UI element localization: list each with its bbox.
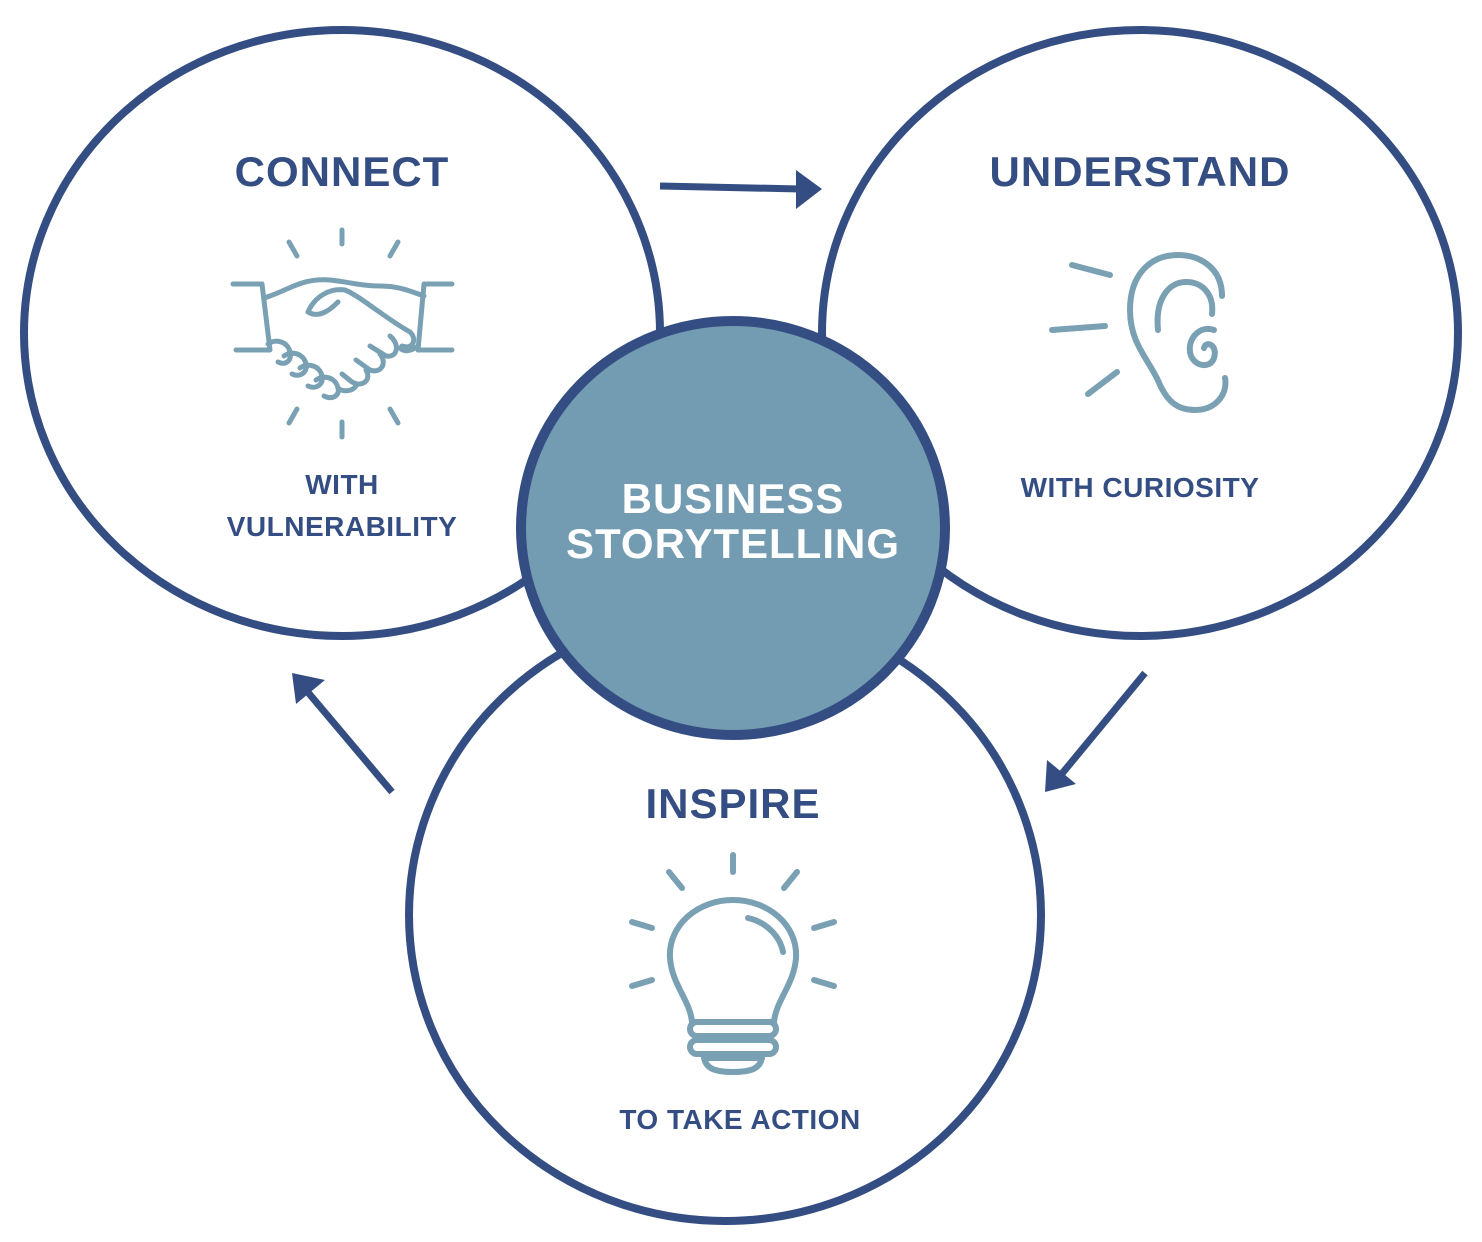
inspire-subtitle: TO TAKE ACTION	[619, 1104, 861, 1135]
lightbulb-icon	[629, 852, 837, 1075]
center-title-line2: STORYTELLING	[565, 520, 900, 567]
connect-title: CONNECT	[234, 148, 450, 195]
center-circle	[516, 316, 950, 740]
handshake-icon	[230, 227, 455, 440]
arrow-connect-to-understand	[659, 170, 822, 209]
inspire-title: INSPIRE	[645, 780, 821, 827]
understand-title: UNDERSTAND	[989, 148, 1291, 195]
arrow-inspire-to-connect	[292, 673, 395, 795]
understand-circle	[818, 26, 1462, 640]
center-title-line1: BUSINESS	[621, 475, 845, 522]
connect-subtitle-line1: WITH	[305, 469, 379, 500]
ear-icon	[1049, 252, 1229, 413]
understand-subtitle: WITH CURIOSITY	[1020, 472, 1260, 503]
arrow-understand-to-inspire	[1045, 670, 1148, 792]
connect-subtitle-line2: VULNERABILITY	[226, 511, 458, 542]
